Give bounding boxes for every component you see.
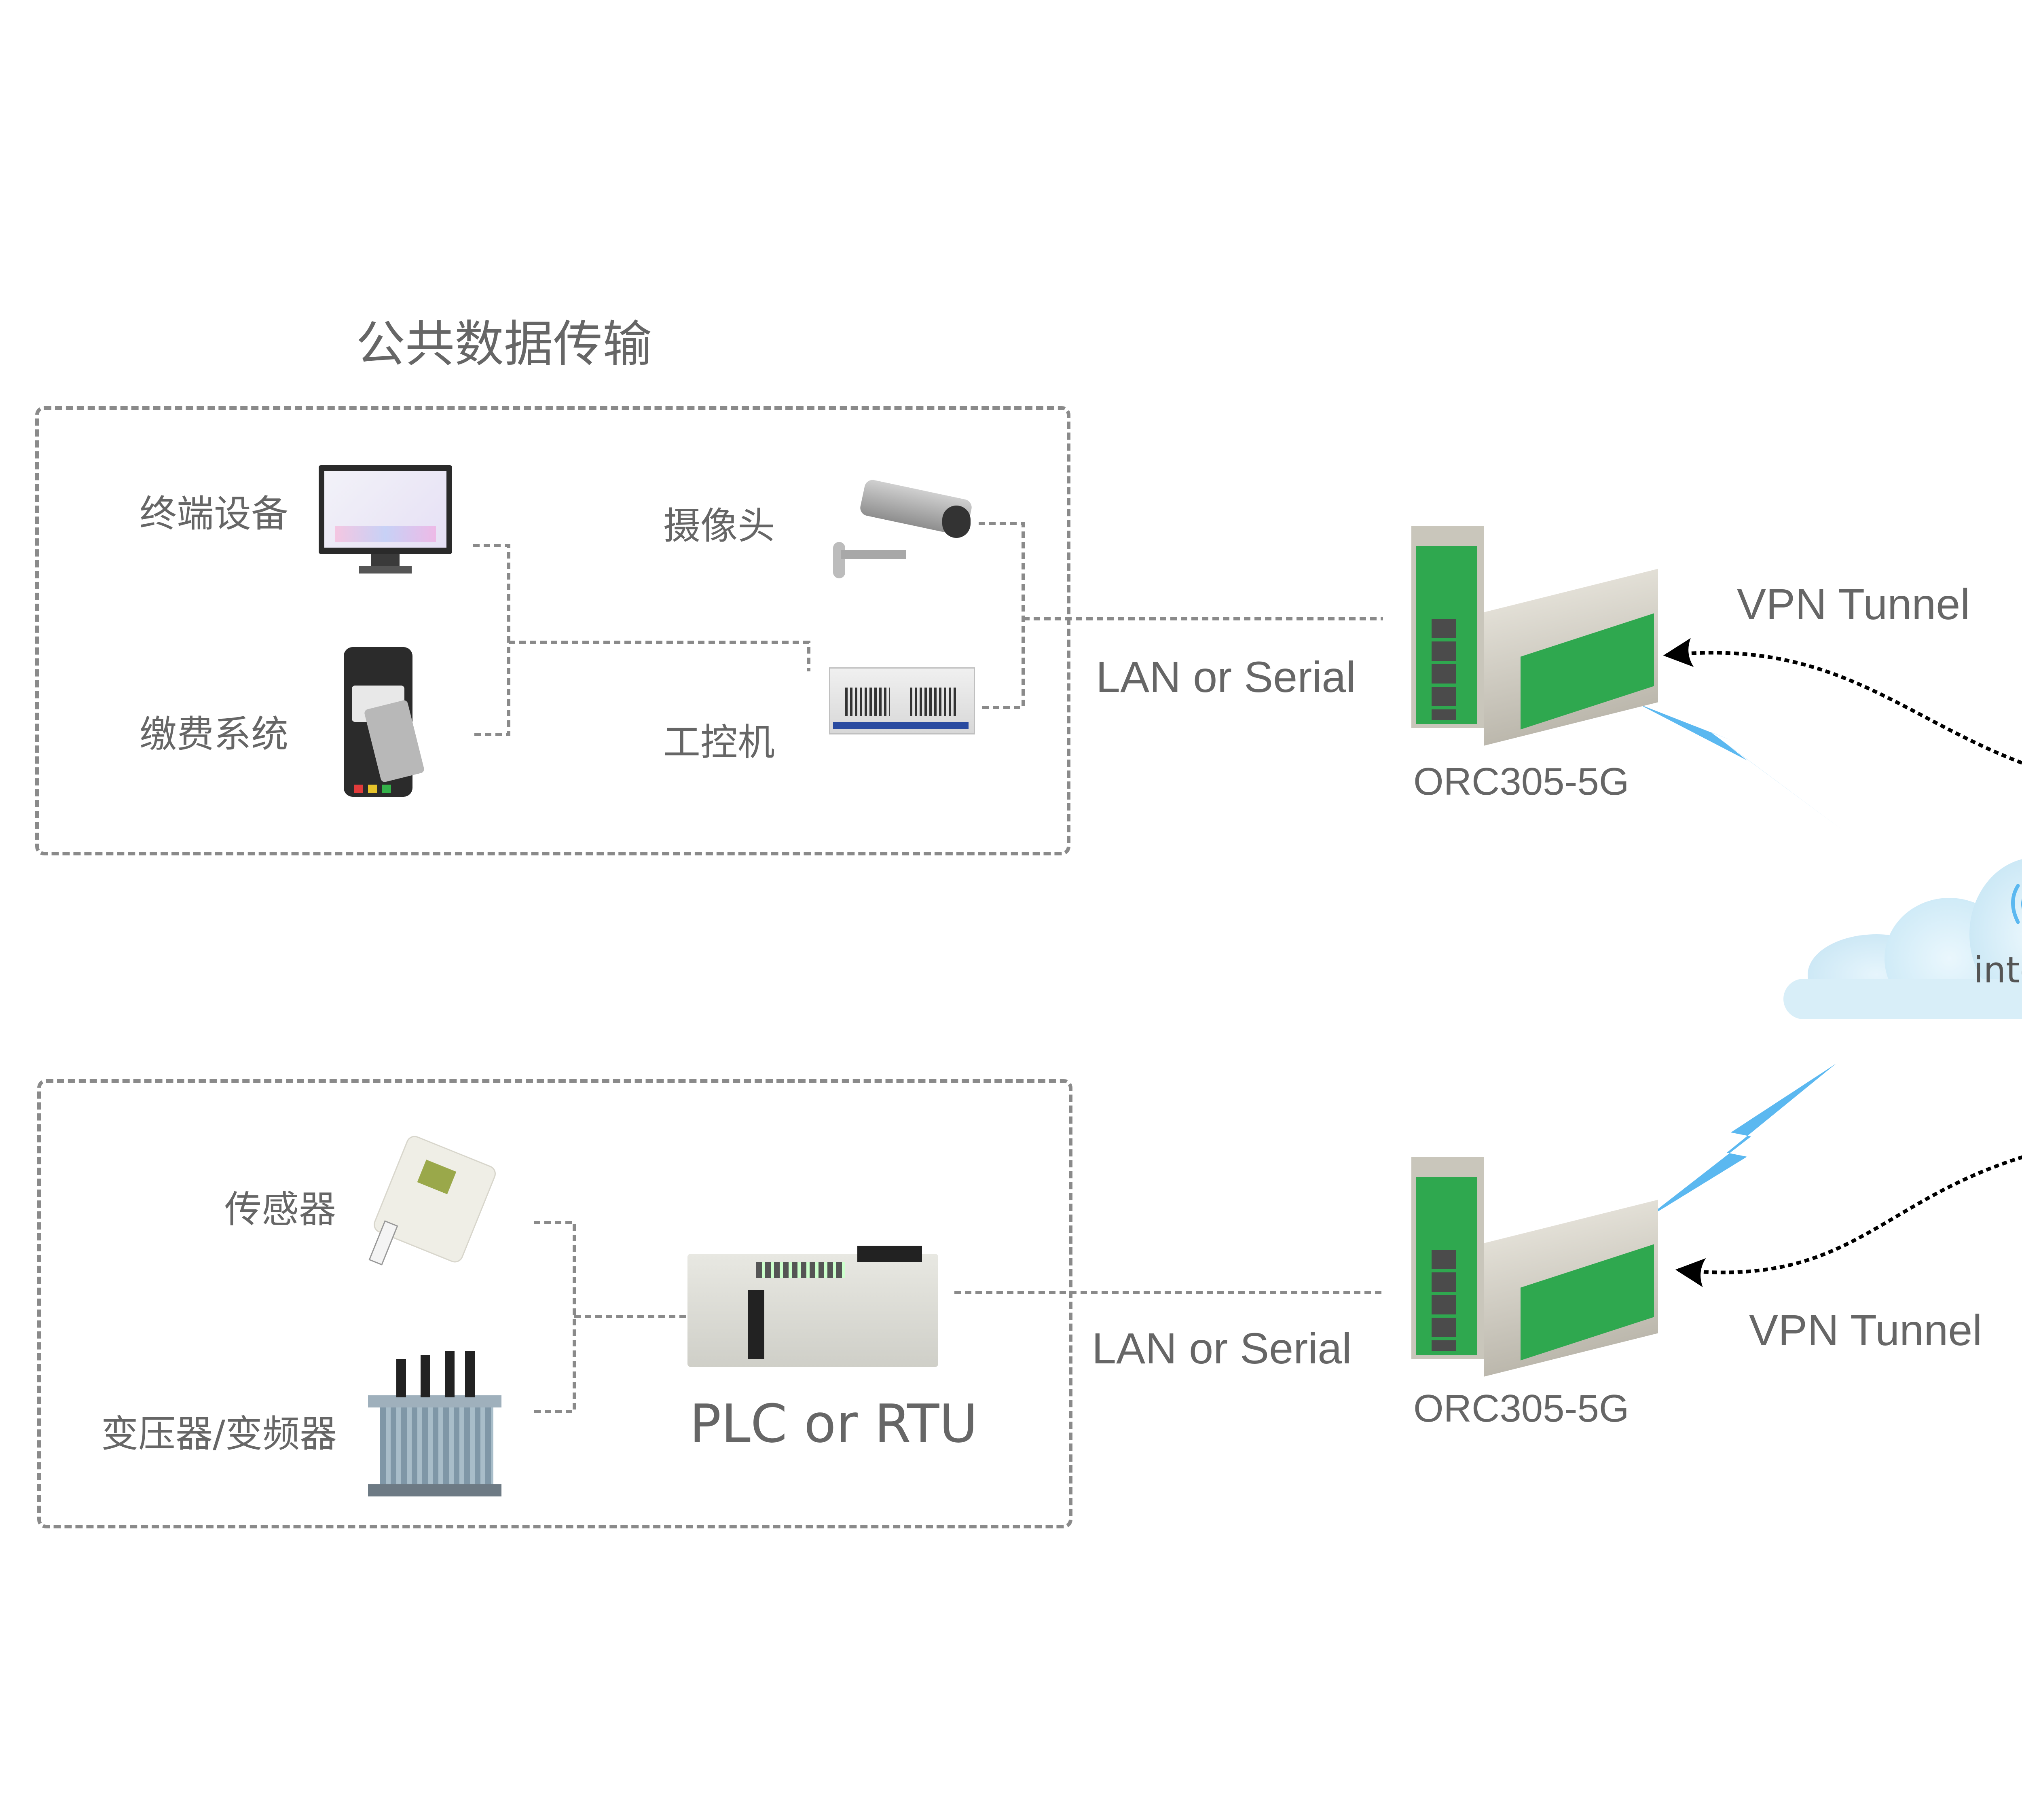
- top-group-connectors: [473, 522, 1383, 736]
- device-label-terminal: 终端设备: [140, 492, 289, 535]
- vpn-tunnel-top: [1663, 638, 2022, 811]
- sensor-icon: [364, 1135, 510, 1274]
- lightning-bolt-top: [1638, 704, 1844, 831]
- router-bottom-tunnel-label: VPN Tunnel: [1749, 1306, 1982, 1354]
- router-top-model: ORC305-5G: [1413, 760, 1629, 803]
- industrial-pc-icon: [829, 667, 975, 734]
- router-top-tunnel-label: VPN Tunnel: [1737, 580, 1970, 629]
- bottom-group-connectors: [534, 1221, 1383, 1413]
- vpn-tunnel-bottom: [1675, 1116, 2022, 1287]
- internet-cloud-icon: [1783, 841, 2022, 1027]
- device-label-camera: 摄像头: [663, 504, 775, 548]
- router-bottom-icon: [1411, 1141, 1662, 1377]
- cell-tower-icon: [2011, 884, 2022, 924]
- vpn-tunnel-arrows: [1663, 638, 2022, 1287]
- router-bottom-model: ORC305-5G: [1413, 1387, 1629, 1430]
- device-label-sensor: 传感器: [224, 1188, 336, 1231]
- router-top-icon: [1411, 510, 1662, 746]
- left-panel-title: 公共数据传输: [356, 315, 652, 373]
- pos-terminal-icon: [344, 647, 437, 797]
- internet-label: internet: [1973, 949, 2022, 991]
- device-label-transformer: 变压器/变频器: [101, 1412, 337, 1456]
- bottom-link-label: LAN or Serial: [1092, 1324, 1352, 1373]
- top-link-label: LAN or Serial: [1096, 652, 1356, 701]
- bottom-device-group: [37, 1079, 1072, 1528]
- camera-icon: [825, 478, 973, 582]
- plc-label: PLC or RTU: [690, 1393, 978, 1454]
- lightning-bolt-bottom: [1642, 1064, 1836, 1221]
- device-label-industrial-pc: 工控机: [663, 721, 775, 764]
- plc-icon: [687, 1238, 938, 1371]
- device-label-payment: 缴费系统: [140, 713, 289, 756]
- monitor-icon: [319, 465, 452, 574]
- top-device-group: [35, 406, 1070, 855]
- transformer-icon: [360, 1351, 514, 1509]
